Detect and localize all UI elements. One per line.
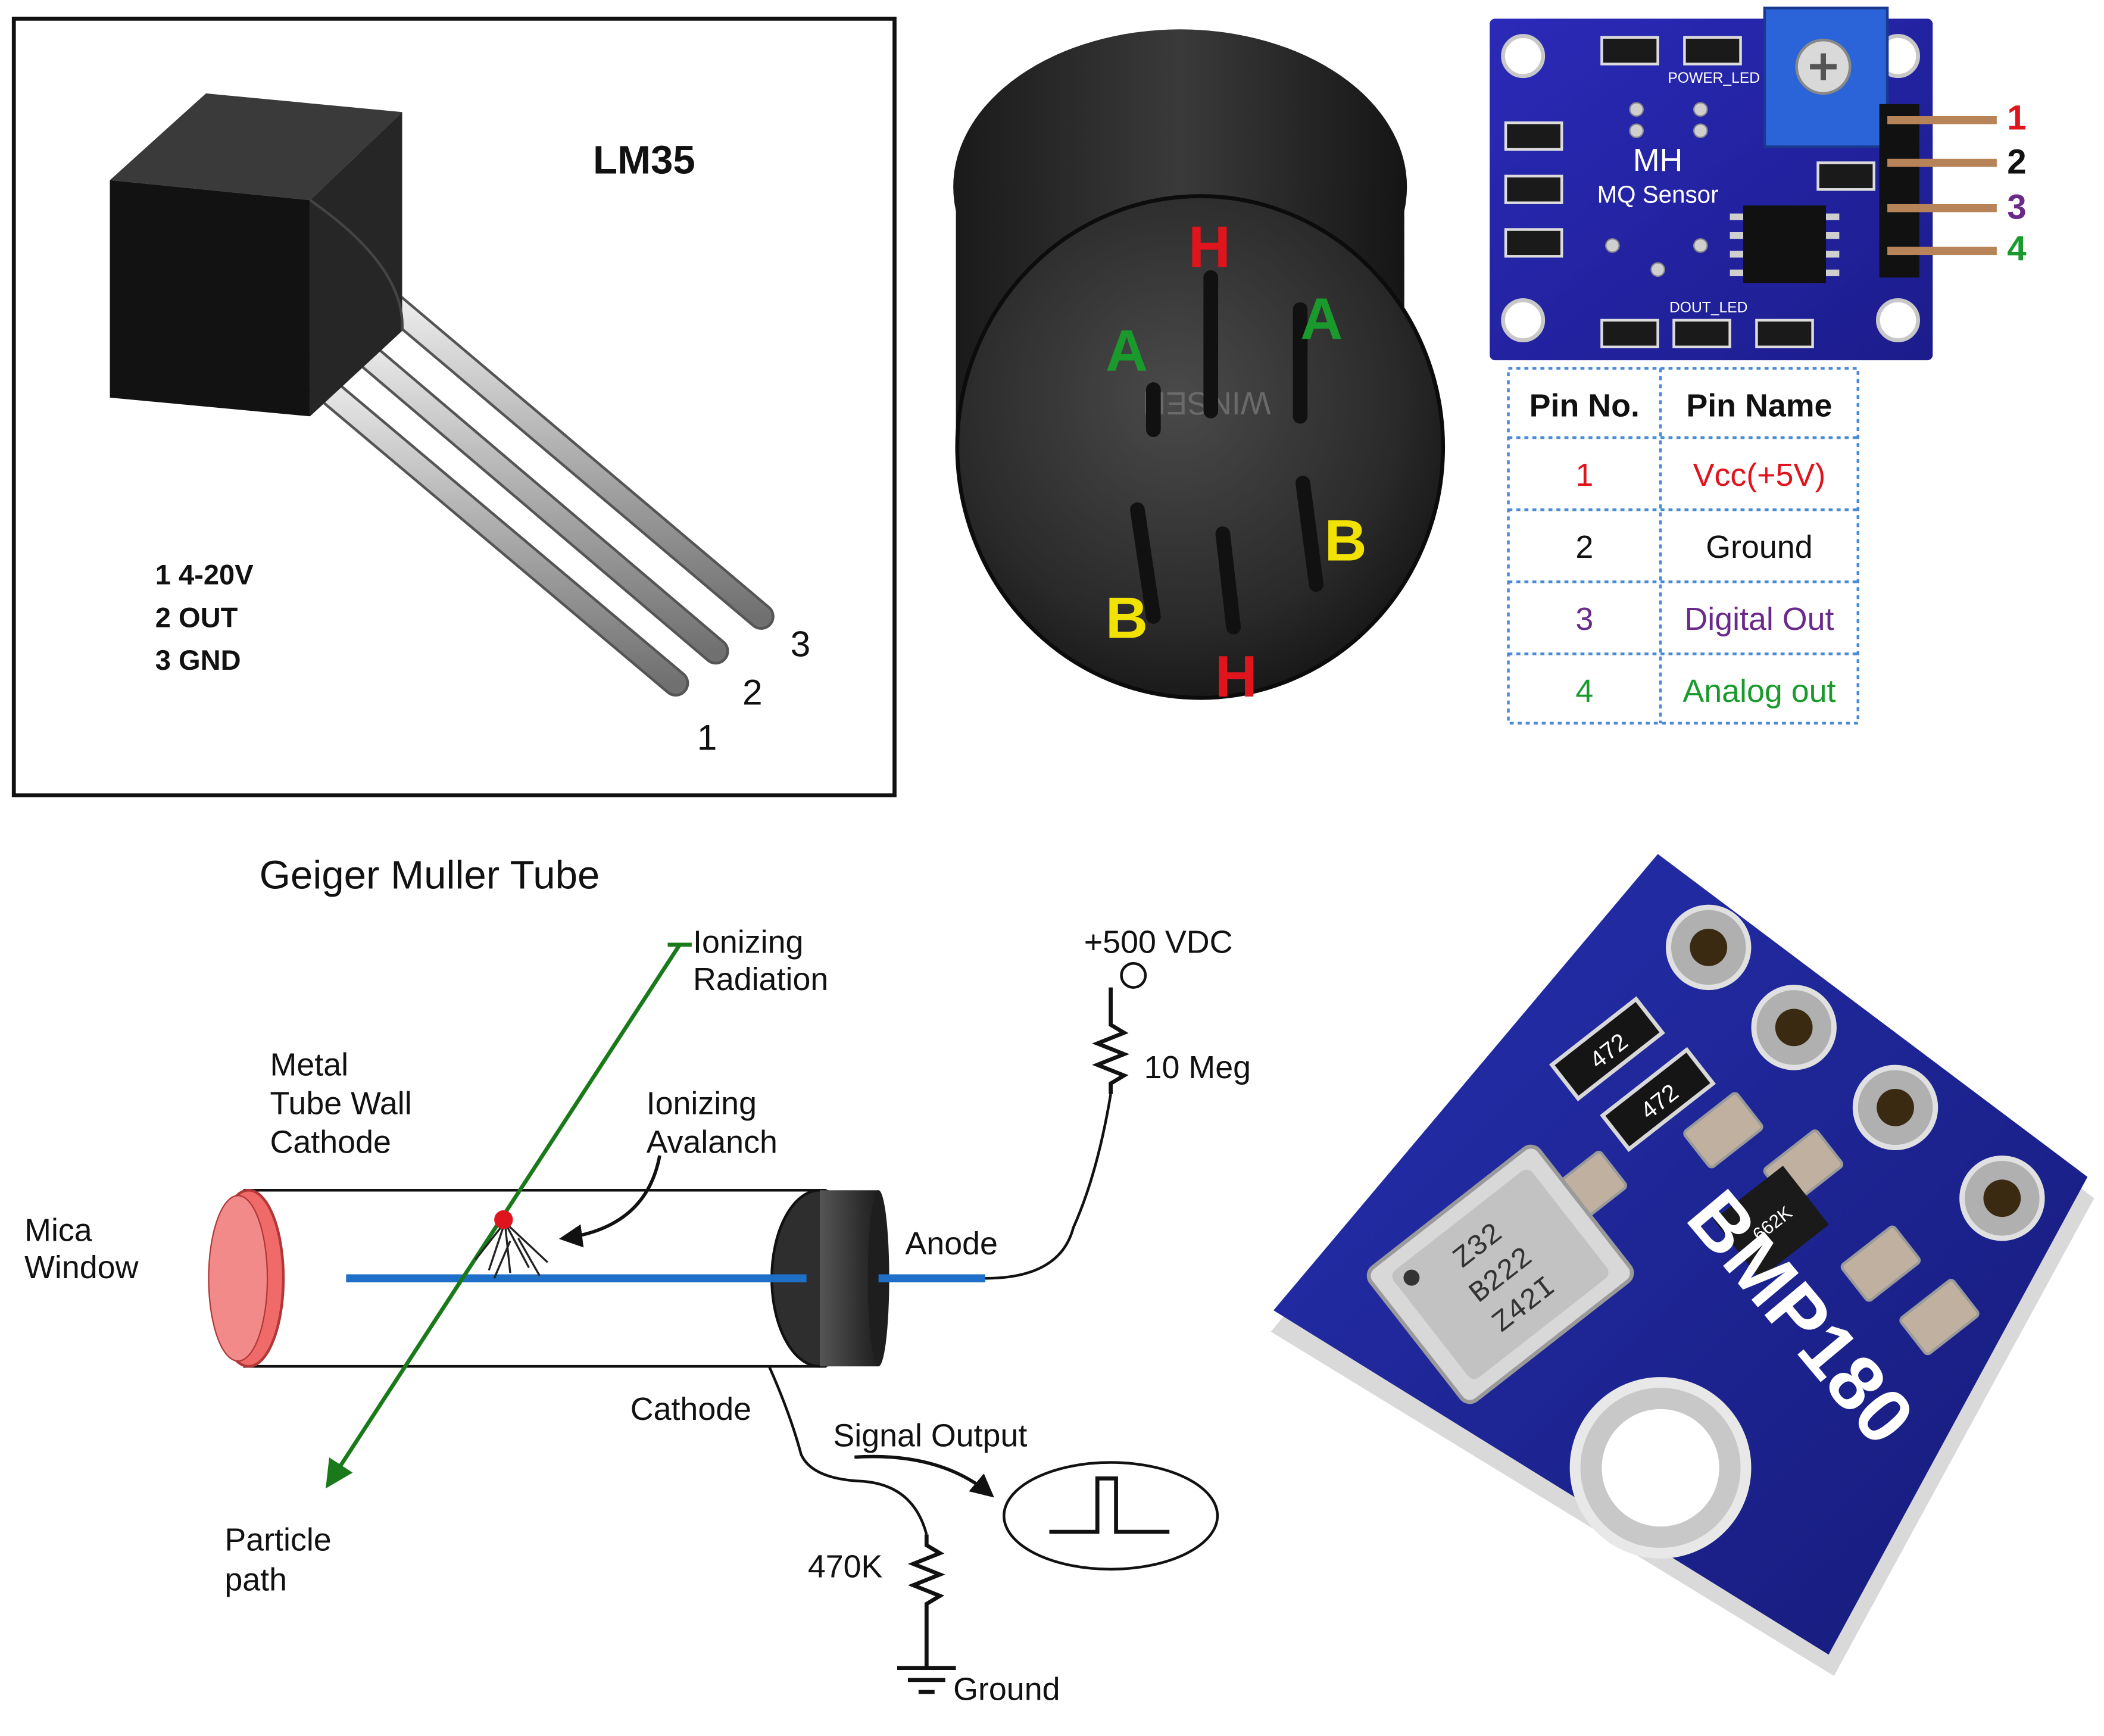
sensor-pin-letter-h-top: H <box>1188 214 1231 279</box>
mount-hole <box>1501 298 1546 342</box>
table-header-pin-name: Pin Name <box>1686 388 1832 423</box>
smd-components <box>1504 36 1875 348</box>
table-row-1-name: Vcc(+5V) <box>1693 457 1826 493</box>
lm35-title: LM35 <box>593 138 695 182</box>
ground-symbol <box>897 1666 956 1694</box>
geiger-panel: Geiger Muller Tube <box>24 853 1251 1707</box>
pin-table <box>1507 367 1860 725</box>
sensor-pin-letter-a-right: A <box>1300 286 1343 351</box>
voltage-regulator <box>1713 1166 1830 1279</box>
particle-label-1: Particle <box>224 1522 331 1557</box>
bmp180-panel: 472 472 662K Z32 B222 Z42I BMP180 <box>1270 854 2094 1676</box>
anode-label: Anode <box>905 1226 998 1262</box>
signal-output-label: Signal Output <box>833 1418 1027 1454</box>
table-row-4-name: Analog out <box>1682 673 1835 709</box>
ionization-point <box>494 1210 513 1229</box>
comparator-chip <box>1743 205 1826 283</box>
table-row-4-no: 4 <box>1575 673 1593 709</box>
mica-label-1: Mica <box>24 1212 92 1248</box>
geiger-tube <box>208 1189 985 1368</box>
signal-pulse <box>1049 1476 1170 1534</box>
lm35-legs <box>275 269 775 697</box>
lm35-leg-1: 1 <box>697 717 717 758</box>
sensor-pin-letter-h-bottom: H <box>1215 644 1257 709</box>
tube-wall-label-1: Metal <box>270 1047 349 1083</box>
table-row-1-no: 1 <box>1575 457 1593 493</box>
board-label-mq-sensor: MQ Sensor <box>1597 181 1719 208</box>
signal-arrow <box>854 1454 994 1498</box>
sensor-pin-letter-b-right: B <box>1324 507 1366 573</box>
bmp180-sensor-chip: Z32 B222 Z42I <box>1366 1144 1634 1404</box>
voltage-label: +500 VDC <box>1084 924 1233 960</box>
header-pin-2: 2 <box>2007 142 2026 181</box>
cathode-label: Cathode <box>630 1391 751 1427</box>
lm35-panel: LM35 1 4-20V 2 OUT 3 GND 1 2 3 <box>11 17 897 798</box>
sensor-pin-letter-b-left: B <box>1106 585 1148 650</box>
lm35-pin-2: 2 OUT <box>155 601 238 633</box>
lm35-leg-3: 3 <box>791 624 811 664</box>
resistor-10-meg-label: 10 Meg <box>1144 1050 1251 1085</box>
mq-sensor-panel: WINSEN H A A B B H <box>953 29 1446 709</box>
mq-module-panel: POWER_LED MH MQ Sensor DOUT_LED 1 2 3 4 … <box>1490 7 2027 725</box>
radiation-label-2: Radiation <box>693 961 828 997</box>
resistor-470k <box>907 1534 945 1668</box>
header-pin-1: 1 <box>2007 98 2026 137</box>
avalanche-burst <box>475 1221 548 1279</box>
radiation-label-1: Ionizing <box>693 924 803 960</box>
mica-label-2: Window <box>24 1250 138 1285</box>
avalanche-label-1: Ionizing <box>647 1086 757 1122</box>
table-row-3-name: Digital Out <box>1684 601 1834 637</box>
lm35-pin-3: 3 GND <box>155 644 241 676</box>
mount-hole <box>1876 298 1920 342</box>
mount-hole <box>1501 34 1546 79</box>
power-led-label: POWER_LED <box>1668 70 1760 86</box>
sensor-pins <box>1130 270 1324 635</box>
ground-label: Ground <box>953 1671 1060 1707</box>
lm35-body <box>110 93 404 417</box>
bmp180-board <box>1273 854 2088 1655</box>
tube-wall-label-3: Cathode <box>270 1125 391 1160</box>
signal-pulse-display <box>1003 1461 1219 1571</box>
geiger-title: Geiger Muller Tube <box>260 853 600 898</box>
table-header-pin-no: Pin No. <box>1529 388 1640 423</box>
dout-led-label: DOUT_LED <box>1669 299 1747 316</box>
avalanche-label-2: Avalanch <box>647 1125 778 1160</box>
header-pins <box>1887 115 1997 255</box>
header-pin-3: 3 <box>2007 188 2026 227</box>
tube-wall-label-2: Tube Wall <box>270 1086 412 1122</box>
lm35-pin-1: 1 4-20V <box>155 559 254 591</box>
sensor-pin-letter-a-left: A <box>1106 318 1148 383</box>
particle-label-2: path <box>224 1562 287 1598</box>
bmp180-pin-pads <box>1666 904 2045 1241</box>
header-pin-4: 4 <box>2007 229 2027 268</box>
lm35-leg-2: 2 <box>742 672 763 712</box>
avalanche-arrow <box>558 1155 661 1248</box>
table-row-3-no: 3 <box>1575 601 1593 637</box>
table-row-2-no: 2 <box>1575 529 1593 565</box>
vdc-terminal <box>1120 962 1147 989</box>
resistor-470k-label: 470K <box>808 1548 883 1584</box>
resistor-10-meg <box>1092 987 1130 1094</box>
table-row-2-name: Ground <box>1706 529 1812 565</box>
board-label-mh: MH <box>1633 142 1683 178</box>
